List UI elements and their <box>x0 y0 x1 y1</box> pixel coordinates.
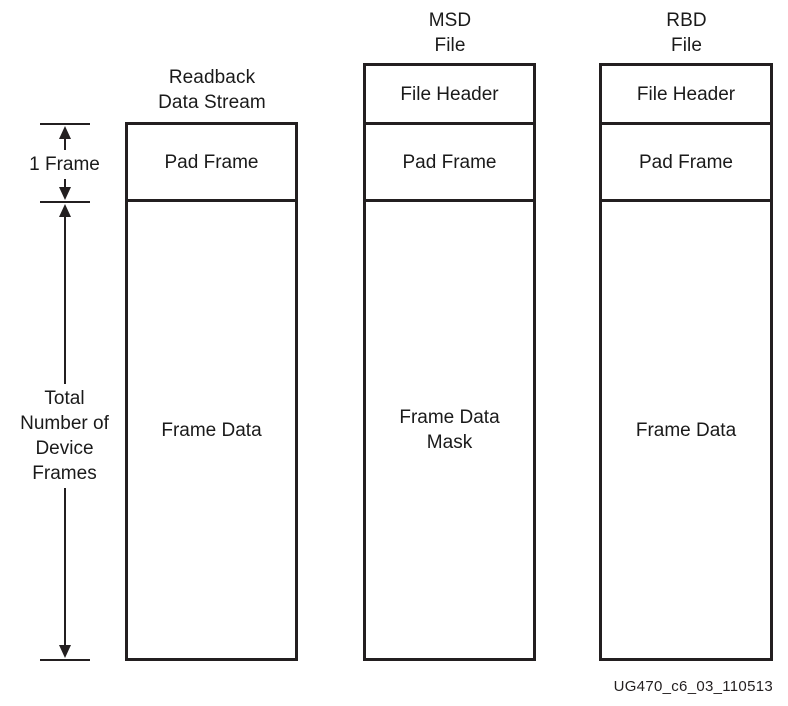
total-frames-dimension-label: Total Number of Device Frames <box>3 384 126 488</box>
rbd-cell-pad-frame: Pad Frame <box>602 125 770 202</box>
readback-cell-frame-data: Frame Data <box>161 419 262 441</box>
readback-data-stream-stack: Pad Frame Frame Data <box>125 122 298 661</box>
column-header-rbd: RBD File <box>666 10 707 56</box>
readback-cell-pad-frame: Pad Frame <box>128 125 295 202</box>
msd-cell-pad-frame: Pad Frame <box>366 125 533 202</box>
column-header-readback: Readback Data Stream <box>158 67 266 113</box>
msd-cell-file-header: File Header <box>366 66 533 125</box>
rbd-file-stack: File Header Pad Frame Frame Data <box>599 63 773 661</box>
dimension-tick-top <box>40 123 90 125</box>
dimension-tick-bottom <box>40 659 90 661</box>
total-arrow-head-down <box>59 645 71 658</box>
msd-cell-frame-data-mask: Frame Data Mask <box>399 407 500 453</box>
frame-dimension-label: 1 Frame <box>8 150 121 179</box>
figure-caption: UG470_c6_03_110513 <box>613 678 773 695</box>
msd-file-stack: File Header Pad Frame Frame Data Mask <box>363 63 536 661</box>
dimension-tick-middle <box>40 201 90 203</box>
frame-arrow-head-down <box>59 187 71 200</box>
column-header-msd: MSD File <box>428 10 472 56</box>
rbd-cell-file-header: File Header <box>602 66 770 125</box>
rbd-cell-frame-data: Frame Data <box>635 419 737 441</box>
